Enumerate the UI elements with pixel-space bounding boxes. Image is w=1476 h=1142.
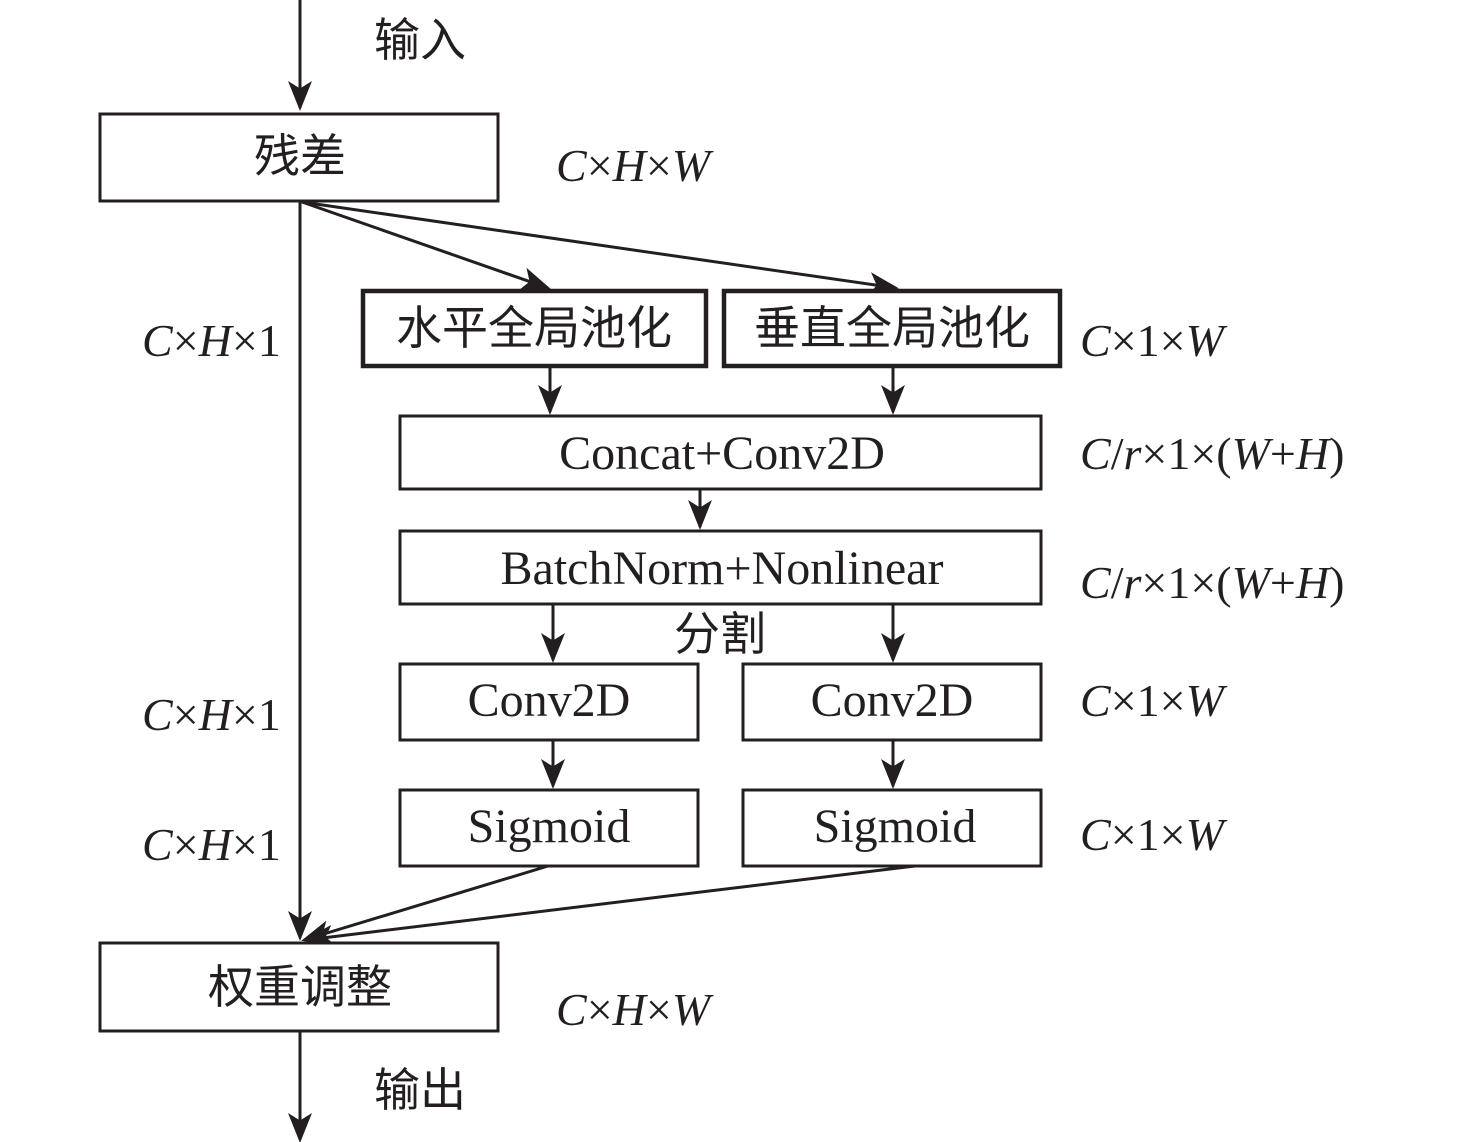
dim-token: C — [142, 315, 174, 366]
dim-token: C — [556, 984, 588, 1035]
node-conv-right: Conv2D — [741, 662, 1043, 742]
dim-token: r — [1123, 428, 1142, 479]
dim-token: ×1×( — [1141, 557, 1231, 608]
dim-token: ) — [1329, 428, 1344, 479]
dim-token: ) — [1329, 557, 1344, 608]
dim-token: × — [173, 315, 199, 366]
edges — [288, 0, 916, 1142]
dim-token: × — [587, 984, 613, 1035]
dim-token: H — [198, 819, 235, 870]
dim-token: W — [672, 140, 714, 191]
dim-token: + — [1270, 557, 1296, 608]
split-label: 分割 — [674, 607, 766, 661]
dim-reweight: C×H×W — [556, 984, 714, 1035]
dim-sigmoid: C×1×W — [1080, 809, 1228, 860]
node-bn-nonlinear: BatchNorm+Nonlinear — [398, 529, 1043, 606]
dim-token: W — [672, 984, 714, 1035]
node-v-pool-label: 垂直全局池化 — [754, 301, 1030, 355]
dim-token: ×1× — [1111, 675, 1186, 726]
dim-token: × — [173, 689, 199, 740]
dim-token: × — [646, 984, 672, 1035]
dim-token: ×1 — [232, 689, 281, 740]
dim-concat: C/r×1×(W+H) — [1080, 428, 1344, 479]
node-residual: 残差 — [98, 112, 500, 203]
dim-token: × — [587, 140, 613, 191]
dim-token: H — [198, 689, 235, 740]
dim-token: H — [1295, 557, 1332, 608]
dim-token: H — [198, 315, 235, 366]
dim-token: W — [1232, 428, 1274, 479]
dim-token: C — [1080, 315, 1112, 366]
node-h-pool: 水平全局池化 — [360, 288, 709, 369]
dim-skip-2: C×H×1 — [142, 689, 281, 740]
edge-sigmoidright-reweight — [303, 864, 916, 949]
dim-token: W — [1232, 557, 1274, 608]
node-conv-right-label: Conv2D — [811, 674, 974, 727]
dim-token: + — [1270, 428, 1296, 479]
node-h-pool-label: 水平全局池化 — [396, 301, 672, 355]
node-concat-conv: Concat+Conv2D — [398, 414, 1043, 491]
dim-token: H — [612, 984, 649, 1035]
dim-conv: C×1×W — [1080, 675, 1228, 726]
node-sigmoid-left-label: Sigmoid — [468, 800, 631, 853]
dim-token: ×1× — [1111, 315, 1186, 366]
dim-skip-3: C×H×1 — [142, 819, 281, 870]
node-reweight: 权重调整 — [98, 941, 500, 1033]
dim-token: ×1×( — [1141, 428, 1231, 479]
dim-token: × — [173, 819, 199, 870]
dim-token: ×1 — [232, 819, 281, 870]
node-reweight-label: 权重调整 — [208, 960, 392, 1014]
edge-sigmoidleft-reweight — [301, 864, 549, 944]
node-sigmoid-right-label: Sigmoid — [814, 800, 977, 853]
node-v-pool: 垂直全局池化 — [721, 288, 1063, 369]
dim-token: × — [646, 140, 672, 191]
dim-token: ×1 — [232, 315, 281, 366]
dim-token: / — [1111, 557, 1124, 608]
node-sigmoid-right: Sigmoid — [741, 788, 1043, 868]
dim-token: C — [142, 819, 174, 870]
dim-token: C — [1080, 675, 1112, 726]
dim-token: ×1× — [1111, 809, 1186, 860]
dim-token: W — [1186, 675, 1228, 726]
input-label: 输入 — [374, 13, 466, 67]
node-sigmoid-left: Sigmoid — [398, 788, 700, 868]
node-conv-left: Conv2D — [398, 662, 700, 742]
dim-skip-1: C×H×1 — [142, 315, 281, 366]
dim-token: / — [1111, 428, 1124, 479]
dim-token: C — [1080, 428, 1112, 479]
output-label: 输出 — [374, 1063, 466, 1117]
dim-pool: C×1×W — [1080, 315, 1228, 366]
node-concat-conv-label: Concat+Conv2D — [559, 427, 885, 480]
edge-residual-vpool — [301, 200, 899, 297]
dim-token: W — [1186, 315, 1228, 366]
dim-token: H — [612, 140, 649, 191]
dim-residual: C×H×W — [556, 140, 714, 191]
node-bn-nonlinear-label: BatchNorm+Nonlinear — [501, 542, 944, 595]
dim-bn: C/r×1×(W+H) — [1080, 557, 1344, 608]
dim-token: r — [1123, 557, 1142, 608]
dim-token: W — [1186, 809, 1228, 860]
node-conv-left-label: Conv2D — [468, 674, 631, 727]
dim-token: C — [556, 140, 588, 191]
dim-token: C — [142, 689, 174, 740]
edge-residual-hpool — [301, 200, 551, 291]
node-residual-label: 残差 — [254, 129, 346, 183]
dim-token: H — [1295, 428, 1332, 479]
dim-token: C — [1080, 809, 1112, 860]
dim-token: C — [1080, 557, 1112, 608]
